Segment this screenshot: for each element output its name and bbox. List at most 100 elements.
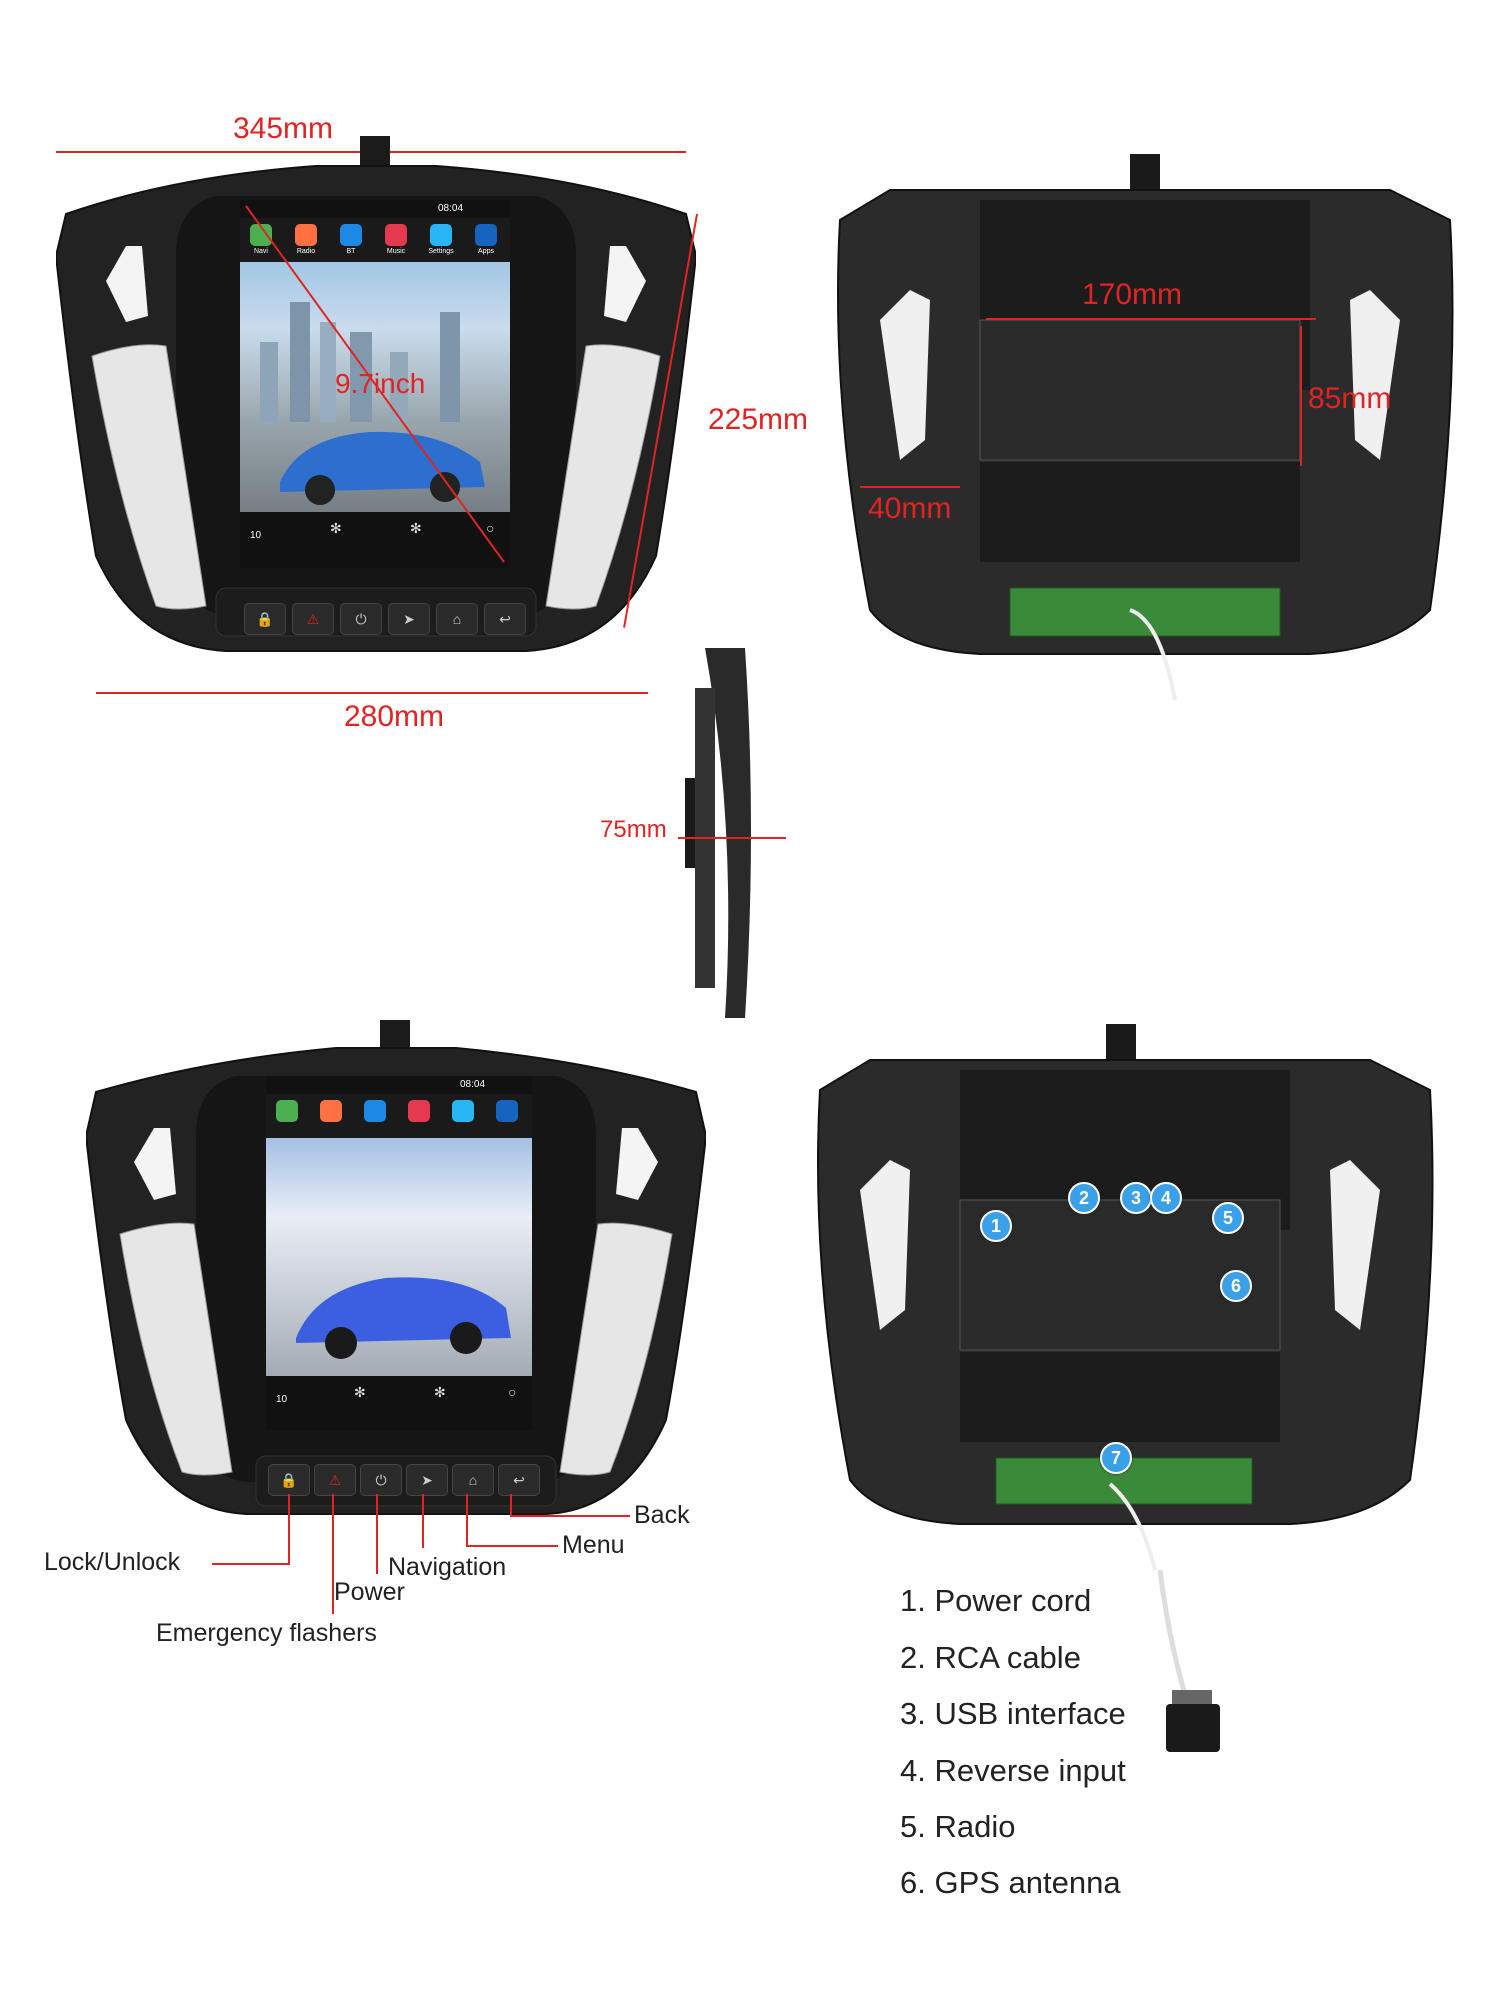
port-item-4: 4. Reverse input [900, 1753, 1126, 1788]
music-app-icon[interactable] [385, 224, 407, 246]
app-row: Navi Radio BT Music Settings Apps [240, 218, 510, 262]
radio-app-icon-2[interactable] [320, 1100, 342, 1122]
front-screen-2: 08:04 10 ✻ ✻ ○ [266, 1076, 532, 1430]
bottom-width-line [96, 692, 648, 694]
menu-key-2[interactable]: ⌂ [452, 1464, 494, 1496]
port-item-5: 5. Radio [900, 1809, 1016, 1844]
back-width-label: 170mm [1082, 278, 1183, 311]
fan-icon-3[interactable]: ✻ [354, 1384, 366, 1400]
side-depth-line [678, 837, 786, 839]
port-badge-2: 2 [1068, 1182, 1100, 1214]
lock-unlock-label: Lock/Unlock [44, 1548, 181, 1576]
radio-app-icon[interactable] [295, 224, 317, 246]
back-hline [510, 1515, 630, 1517]
back-depth-label: 40mm [868, 492, 952, 525]
menu-label: Menu [562, 1531, 625, 1559]
navi-app-icon-2[interactable] [276, 1100, 298, 1122]
fan-icon-2[interactable]: ✻ [410, 520, 422, 536]
navi-app-icon[interactable] [250, 224, 272, 246]
apps-app-icon[interactable] [475, 224, 497, 246]
music-label: Music [386, 248, 406, 255]
back-unit-image-2 [817, 1024, 1434, 1570]
back-key-2[interactable]: ↩ [498, 1464, 540, 1496]
side-view-dimensioned: 75mm [590, 640, 810, 1030]
port-badge-3: 3 [1120, 1182, 1152, 1214]
sports-car-wallpaper [296, 1277, 511, 1359]
back-width-line [986, 318, 1316, 320]
temp-readout-2: 10 [276, 1394, 288, 1405]
port-list: 1. Power cord 2. RCA cable 3. USB interf… [900, 1585, 1200, 1965]
port-item-3: 3. USB interface [900, 1696, 1126, 1731]
app-row-2 [266, 1094, 532, 1138]
power-vline [376, 1494, 378, 1574]
bt-label: BT [346, 248, 356, 255]
settings-app-icon-2[interactable] [452, 1100, 474, 1122]
flashers-label: Emergency flashers [156, 1619, 377, 1647]
flasher-key-2[interactable]: ⚠ [314, 1464, 356, 1496]
front-key-row-2: 🔒 ⚠ ⏻ ➤ ⌂ ↩ [264, 1460, 564, 1500]
status-bar: 08:04 [240, 200, 510, 218]
back-key[interactable]: ↩ [484, 603, 526, 635]
hvac-bar-2: 10 ✻ ✻ ○ [266, 1376, 532, 1430]
menu-hline [466, 1545, 558, 1547]
menu-key[interactable]: ⌂ [436, 603, 478, 635]
screen-size-label: 9.7inch [335, 368, 426, 399]
port-badge-5: 5 [1212, 1202, 1244, 1234]
side-depth-label: 75mm [600, 816, 667, 843]
port-badge-7: 7 [1100, 1442, 1132, 1474]
apps-label: Apps [478, 248, 494, 255]
back-height-label: 85mm [1308, 382, 1392, 415]
back-vline [510, 1494, 512, 1516]
navi-label: Navi [253, 248, 268, 255]
port-badge-1: 1 [980, 1210, 1012, 1242]
top-width-label: 345mm [233, 112, 334, 145]
lock-key-2[interactable]: 🔒 [268, 1464, 310, 1496]
height-label: 225mm [708, 403, 809, 436]
nav-vline [422, 1494, 424, 1548]
back-label: Back [634, 1501, 690, 1529]
flasher-key[interactable]: ⚠ [292, 603, 334, 635]
bt-app-icon-2[interactable] [364, 1100, 386, 1122]
power-label: Power [334, 1578, 405, 1606]
hvac-bar: 10 ✻ ✻ ○ [240, 512, 510, 568]
front-view-buttons: 08:04 10 ✻ ✻ ○ 🔒 ⚠ ⏻ ➤ ⌂ ↩ Lock [0, 1000, 780, 1720]
power-circle-icon[interactable]: ○ [486, 520, 495, 536]
fan-icon-4[interactable]: ✻ [434, 1384, 446, 1400]
port-item-2: 2. RCA cable [900, 1640, 1081, 1675]
back-view-ports: 1 2 3 4 5 6 7 [810, 1010, 1450, 1570]
power-key[interactable]: ⏻ [340, 603, 382, 635]
port-badge-4: 4 [1150, 1182, 1182, 1214]
bt-app-icon[interactable] [340, 224, 362, 246]
nav-key[interactable]: ➤ [388, 603, 430, 635]
menu-vline [466, 1494, 468, 1546]
cable-connector-image [1157, 1570, 1220, 1752]
port-item-1: 1. Power cord [900, 1583, 1092, 1618]
side-profile-image [685, 648, 751, 1018]
lock-key[interactable]: 🔒 [244, 603, 286, 635]
status-bar-2: 08:04 [266, 1076, 532, 1094]
status-time: 08:04 [438, 203, 464, 214]
status-time-2: 08:04 [460, 1079, 486, 1090]
power-key-2[interactable]: ⏻ [360, 1464, 402, 1496]
power-circle-icon-2[interactable]: ○ [508, 1384, 517, 1400]
back-view-dimensioned: 170mm 85mm 40mm [830, 140, 1470, 700]
front-key-row: 🔒 ⚠ ⏻ ➤ ⌂ ↩ [240, 598, 540, 638]
settings-app-icon[interactable] [430, 224, 452, 246]
back-unit-image [837, 154, 1454, 700]
bottom-width-label: 280mm [344, 700, 445, 733]
settings-label: Settings [428, 248, 454, 255]
lock-hline [212, 1563, 290, 1565]
temp-readout: 10 [250, 530, 262, 541]
back-height-line [1300, 326, 1302, 466]
navigation-label: Navigation [388, 1553, 507, 1581]
radio-label: Radio [296, 248, 316, 255]
nav-key-2[interactable]: ➤ [406, 1464, 448, 1496]
apps-app-icon-2[interactable] [496, 1100, 518, 1122]
lock-vline [288, 1494, 290, 1564]
port-badge-6: 6 [1220, 1270, 1252, 1302]
music-app-icon-2[interactable] [408, 1100, 430, 1122]
flasher-vline [332, 1494, 334, 1614]
screen-diagonal [245, 205, 505, 563]
port-item-6: 6. GPS antenna [900, 1865, 1121, 1900]
fan-icon[interactable]: ✻ [330, 520, 342, 536]
